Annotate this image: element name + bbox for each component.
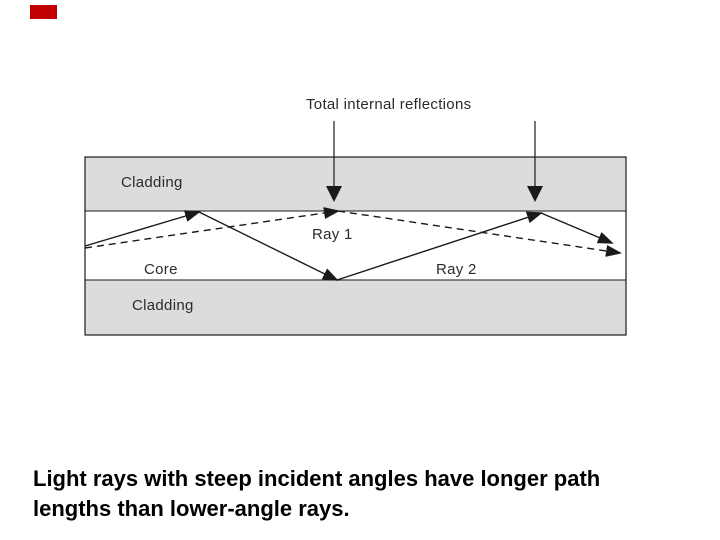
red-slide-marker-rect [30, 5, 57, 19]
red-slide-marker [30, 5, 57, 19]
tir-down-arrow-right-icon [527, 121, 543, 202]
diagram-title: Total internal reflections [306, 96, 472, 113]
ray1-dashed-path [84, 207, 622, 257]
ray2-label: Ray 2 [436, 261, 477, 278]
slide-caption: Light rays with steep incident angles ha… [33, 464, 600, 524]
ray2-solid-path [84, 210, 614, 281]
tir-down-arrow-left-icon [326, 121, 342, 202]
core-label: Core [144, 261, 178, 278]
cladding-top-label: Cladding [121, 174, 183, 191]
ray1-label: Ray 1 [312, 226, 353, 243]
caption-line-1: Light rays with steep incident angles ha… [33, 466, 601, 491]
caption-line-2: lengths than lower-angle rays. [33, 496, 350, 521]
cladding-bottom-label: Cladding [132, 297, 194, 314]
